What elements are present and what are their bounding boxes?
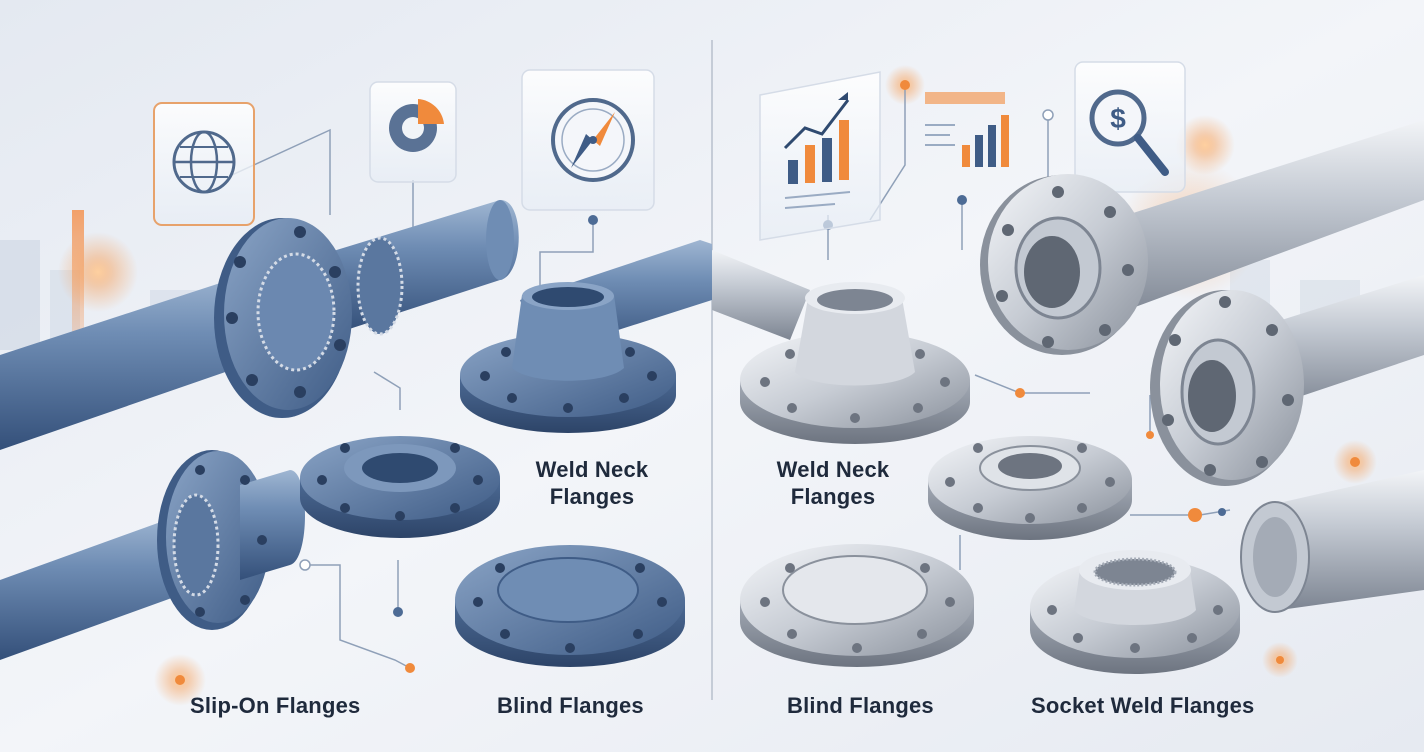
right-pipe-stub xyxy=(1240,470,1424,613)
left-blind-label: Blind Flanges xyxy=(497,693,644,718)
right-weld-neck-label: Weld Neck Flanges xyxy=(758,457,908,511)
left-weld-neck-label: Weld Neck Flanges xyxy=(517,457,667,511)
right-weld-neck-label-line1: Weld Neck xyxy=(776,457,890,482)
right-middle-flange xyxy=(1150,290,1304,486)
right-blind-label: Blind Flanges xyxy=(787,693,934,718)
bar-chart-report-icon xyxy=(759,71,881,241)
compass-icon xyxy=(521,69,655,211)
left-slip-on-flange xyxy=(300,436,500,538)
connector-dots-left xyxy=(175,215,598,685)
svg-text:$: $ xyxy=(1110,103,1126,134)
right-weld-neck-flange xyxy=(740,282,970,444)
pie-chart-icon xyxy=(369,81,457,183)
dollar-search-icon: $ xyxy=(1074,61,1186,193)
right-weld-neck-label-line2: Flanges xyxy=(790,483,876,509)
right-socket-weld-label: Socket Weld Flanges xyxy=(1031,693,1255,718)
right-blind-flange xyxy=(740,544,974,667)
left-weld-neck-label-line1: Weld Neck xyxy=(535,457,649,482)
right-upper-flange xyxy=(980,174,1148,355)
right-upper-pipe xyxy=(1080,120,1424,320)
glow xyxy=(58,232,138,312)
globe-icon xyxy=(153,102,255,226)
right-socket-weld-flange xyxy=(1030,550,1240,674)
bar-chart-icon xyxy=(925,92,1009,167)
right-left-pipe xyxy=(712,250,810,340)
left-slip-on-label: Slip-On Flanges xyxy=(190,693,361,718)
left-blind-flange xyxy=(455,545,685,667)
left-weld-neck-label-line2: Flanges xyxy=(549,483,635,509)
left-weld-neck-flange xyxy=(460,282,676,433)
left-lower-pipe-assembly xyxy=(0,450,305,660)
right-slip-on-flange xyxy=(928,436,1132,540)
left-upper-pipe-assembly xyxy=(0,199,519,450)
